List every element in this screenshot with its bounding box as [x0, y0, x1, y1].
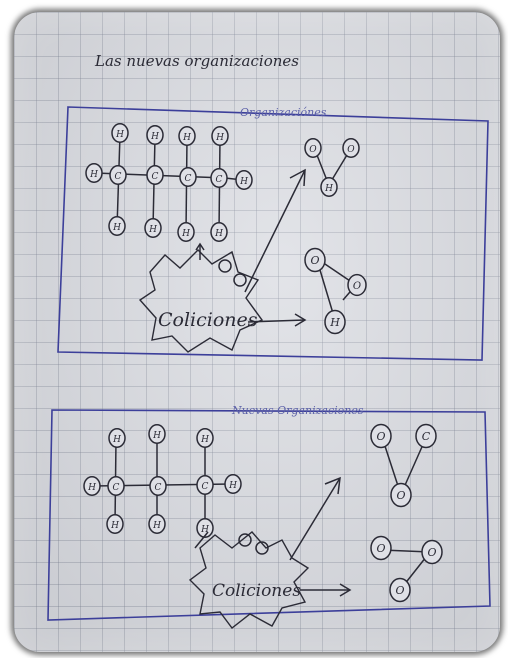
panel-1-collision-label: Coliciones	[158, 309, 258, 331]
svg-text:H: H	[214, 229, 223, 239]
panel-2-product-atom: O	[371, 425, 391, 448]
svg-text:H: H	[181, 229, 190, 239]
svg-text:C: C	[202, 482, 209, 492]
panel-1-product-atom: H	[321, 178, 337, 196]
svg-text:O: O	[395, 584, 404, 597]
svg-text:H: H	[115, 130, 124, 140]
panel-2-atom-bottom: H	[149, 515, 165, 533]
panel-2-atom-bottom: H	[197, 519, 213, 537]
svg-text:H: H	[112, 223, 121, 233]
panel-2-heading: Nuevas Organizaciones	[231, 404, 364, 417]
svg-text:O: O	[309, 145, 317, 155]
panel-1-atom-bottom: H	[145, 219, 161, 237]
svg-text:C: C	[185, 174, 192, 184]
panel-1-product-atom: O	[305, 249, 325, 272]
svg-text:C: C	[113, 483, 120, 493]
panel-2-atom-chain: C	[108, 477, 124, 495]
panel-1-atom-top: H	[147, 126, 163, 144]
panel-1-atom-top: H	[179, 127, 195, 145]
svg-text:H: H	[324, 184, 333, 194]
panel-2-product-atom: O	[390, 579, 410, 602]
svg-text:O: O	[376, 542, 385, 555]
svg-text:C: C	[155, 483, 162, 493]
panel-1-product-atom: H	[325, 311, 345, 334]
svg-text:O: O	[353, 281, 361, 292]
panel-2-product-atom: O	[391, 484, 411, 507]
panel-2-product-atom: O	[422, 541, 442, 564]
panel-1-atom-bottom: H	[109, 217, 125, 235]
svg-text:H: H	[329, 316, 340, 329]
panel-1-collision-burst	[140, 250, 262, 352]
panel-1-atom-chain: C	[147, 166, 163, 184]
panel-1-atom-chain: C	[211, 169, 227, 187]
svg-text:O: O	[310, 254, 319, 267]
panel-1-atom-top: H	[112, 124, 128, 142]
svg-text:O: O	[427, 546, 436, 559]
panel-2-product-atom: O	[371, 537, 391, 560]
panel-1-product-atom: O	[348, 275, 366, 296]
svg-text:O: O	[347, 145, 355, 155]
panel-1-atom-end: H	[236, 171, 252, 189]
page-title: Las nuevas organizaciones	[94, 52, 299, 70]
panel-2-atom-top: H	[197, 429, 213, 447]
svg-text:H: H	[112, 435, 121, 445]
panel-1-heading: Organizaciónes	[240, 106, 327, 119]
panel-1-atom-chain: C	[180, 168, 196, 186]
svg-text:O: O	[376, 430, 385, 443]
panel-2-products	[382, 440, 430, 590]
panel-1-atom-chain: C	[110, 166, 126, 184]
svg-text:C: C	[115, 172, 122, 182]
svg-text:H: H	[152, 521, 161, 531]
panel-2-atom-top: H	[149, 425, 165, 443]
panel-2-atom-chain: C	[197, 476, 213, 494]
panel-1-atom-top: H	[212, 127, 228, 145]
svg-text:O: O	[396, 489, 405, 502]
svg-text:H: H	[148, 225, 157, 235]
svg-text:C: C	[422, 430, 431, 443]
svg-text:H: H	[228, 481, 237, 491]
svg-text:H: H	[87, 483, 96, 493]
panel-2-atom-top: H	[109, 429, 125, 447]
svg-text:H: H	[152, 431, 161, 441]
svg-text:C: C	[216, 175, 223, 185]
svg-text:H: H	[110, 521, 119, 531]
panel-1-atom-end: H	[86, 164, 102, 182]
panel-1-atom-bottom: H	[211, 223, 227, 241]
svg-text:H: H	[200, 435, 209, 445]
panel-1-product-atom: O	[305, 139, 321, 157]
svg-text:H: H	[182, 133, 191, 143]
panel-1-atom-bottom: H	[178, 223, 194, 241]
panel-2-atom-end: H	[225, 475, 241, 493]
svg-text:H: H	[150, 132, 159, 142]
svg-text:H: H	[239, 177, 248, 187]
panel-2-atom-chain: C	[150, 477, 166, 495]
svg-text:H: H	[215, 133, 224, 143]
panel-1-product-atom: O	[343, 139, 359, 157]
svg-text:C: C	[152, 172, 159, 182]
panel-2-atom-end: H	[84, 477, 100, 495]
svg-text:H: H	[89, 170, 98, 180]
panel-2-collision-label: Coliciones	[212, 581, 301, 601]
panel-1-products	[315, 150, 356, 320]
panel-2-product-atom: C	[416, 425, 436, 448]
panel-2-atom-bottom: H	[107, 515, 123, 533]
